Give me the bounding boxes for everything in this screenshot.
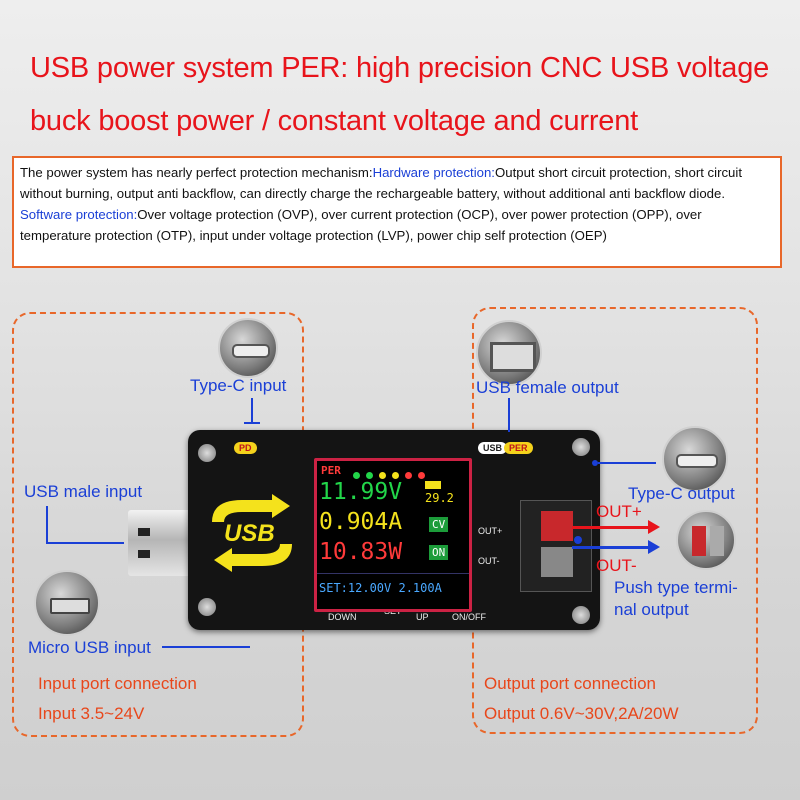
output-state-indicator: ON bbox=[429, 545, 449, 560]
out-minus-arrow bbox=[572, 546, 650, 549]
temperature-icon bbox=[425, 481, 441, 489]
out-minus-label: OUT- bbox=[596, 556, 637, 575]
power-readout: 10.83W bbox=[319, 539, 403, 565]
usb-male-connector-line bbox=[46, 506, 48, 544]
cv-mode-indicator: CV bbox=[429, 517, 449, 532]
typec-output-dot bbox=[592, 460, 598, 466]
typec-port-photo-icon bbox=[218, 318, 278, 378]
protection-description: The power system has nearly perfect prot… bbox=[12, 156, 782, 268]
usb-arrows-icon bbox=[212, 494, 292, 572]
usb-logo-text: USB bbox=[224, 520, 275, 547]
software-protection-text: Over voltage protection (OVP), over curr… bbox=[20, 207, 702, 243]
usb-logo: USB bbox=[202, 492, 302, 574]
current-readout: 0.904A bbox=[319, 509, 403, 535]
screen-brand: PER bbox=[321, 464, 341, 477]
up-button[interactable]: UP bbox=[416, 612, 429, 622]
input-voltage-range: Input 3.5~24V bbox=[38, 704, 145, 723]
micro-usb-connector-line bbox=[162, 646, 250, 648]
terminal-dot bbox=[574, 536, 582, 544]
out-plus-arrowhead-icon bbox=[648, 520, 660, 534]
set-values-readout: SET:12.00V 2.100A bbox=[319, 581, 442, 595]
device-out-plus-label: OUT+ bbox=[478, 526, 503, 536]
on-off-button[interactable]: ON/OFF bbox=[452, 612, 486, 622]
out-minus-arrowhead-icon bbox=[648, 540, 660, 554]
input-port-title: Input port connection bbox=[38, 674, 197, 693]
usb-male-connector-hline bbox=[46, 542, 124, 544]
hardware-protection-text: Output short circuit protection, short c… bbox=[20, 165, 742, 201]
screw-icon bbox=[572, 606, 590, 624]
typec-input-connector-line bbox=[251, 398, 253, 424]
usb-female-photo-icon bbox=[476, 320, 542, 386]
screw-icon bbox=[198, 598, 216, 616]
usb-female-output-label: USB female output bbox=[476, 378, 619, 397]
temperature-readout: 29.2 bbox=[425, 491, 454, 505]
push-terminal-block bbox=[520, 500, 592, 592]
headline-line-2: buck boost power / constant voltage and … bbox=[30, 105, 639, 137]
micro-usb-input-label: Micro USB input bbox=[28, 638, 151, 657]
hardware-protection-label: Hardware protection: bbox=[372, 165, 495, 180]
software-protection-label: Software protection: bbox=[20, 207, 138, 222]
headline-line-1: USB power system PER: high precision CNC… bbox=[30, 52, 770, 84]
output-port-title: Output port connection bbox=[484, 674, 657, 693]
screw-icon bbox=[198, 444, 216, 462]
usb-female-connector-line bbox=[508, 398, 510, 432]
lcd-screen: PER 11.99V 0.904A 10.83W 29.2 CV ON SET:… bbox=[314, 458, 472, 612]
output-voltage-range: Output 0.6V~30V,2A/20W bbox=[484, 704, 679, 723]
usb-male-input-label: USB male input bbox=[24, 482, 143, 501]
down-button[interactable]: DOWN bbox=[328, 612, 357, 622]
push-terminal-label-2: nal output bbox=[614, 600, 689, 619]
typec-input-label: Type-C input bbox=[190, 376, 287, 395]
out-plus-label: OUT+ bbox=[596, 502, 642, 521]
voltage-readout: 11.99V bbox=[319, 479, 403, 505]
push-terminal-photo-icon bbox=[676, 510, 736, 570]
push-terminal-label-1: Push type termi- bbox=[614, 578, 738, 597]
desc-intro: The power system has nearly perfect prot… bbox=[20, 165, 373, 180]
screw-icon bbox=[572, 438, 590, 456]
micro-usb-photo-icon bbox=[34, 570, 100, 636]
signal-dots bbox=[353, 466, 463, 479]
screen-divider bbox=[317, 573, 469, 574]
usb-badge: USB bbox=[478, 442, 508, 454]
device-out-minus-label: OUT- bbox=[478, 556, 500, 566]
usb-male-plug bbox=[128, 510, 192, 576]
typec-input-connector-tick bbox=[244, 422, 260, 424]
out-plus-arrow bbox=[572, 526, 650, 529]
typec-output-photo-icon bbox=[662, 426, 728, 492]
typec-output-connector-line bbox=[598, 462, 656, 464]
typec-output-label: Type-C output bbox=[628, 484, 735, 503]
per-badge: PER bbox=[504, 442, 533, 454]
pd-badge: PD bbox=[234, 442, 257, 454]
